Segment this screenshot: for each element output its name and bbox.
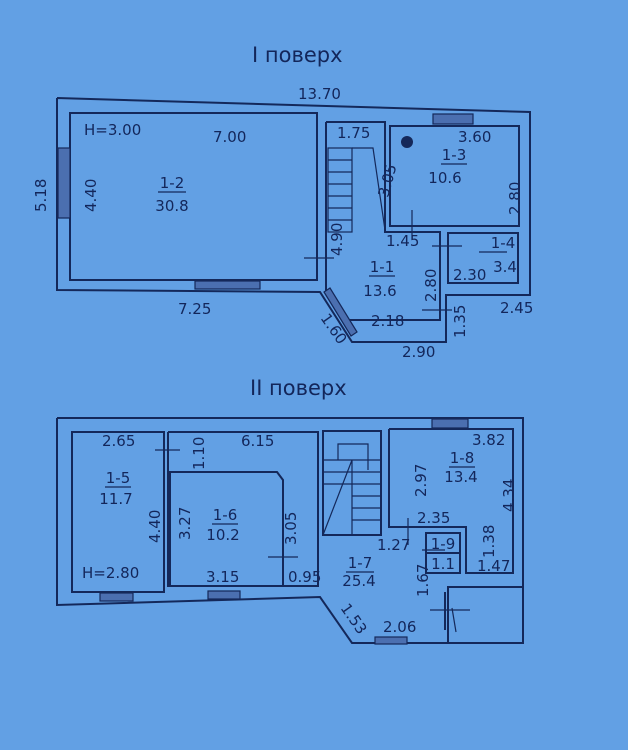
floor-2-windows [99, 418, 469, 645]
room-id: 1-9 [431, 535, 456, 553]
room-id: 1-3 [442, 146, 467, 164]
dimension: 3.82 [472, 431, 505, 449]
room-id: 1-4 [491, 234, 516, 252]
room-area: 3.4 [493, 258, 517, 276]
floor-1-labels: H=3.00 1-2 30.8 1-3 10.6 1-4 3.4 1-1 13.… [32, 85, 533, 361]
room-id: 1-1 [370, 258, 395, 276]
dimension: 2.80 [506, 182, 524, 215]
floor-2-title: II поверх [250, 376, 347, 400]
dimension: 4.40 [146, 510, 164, 543]
dimension: 3.15 [206, 568, 239, 586]
room-area: 30.8 [155, 197, 188, 215]
dimension: 3.05 [374, 162, 400, 199]
room-id: 1-2 [160, 174, 185, 192]
dimension: 1.38 [480, 525, 498, 558]
room-area: 10.2 [206, 526, 239, 544]
room-area: 13.6 [363, 282, 396, 300]
dimension: 2.45 [500, 299, 533, 317]
dimension: 2.35 [417, 509, 450, 527]
dimension: 1.10 [190, 437, 208, 470]
dimension: 3.05 [282, 512, 300, 545]
height-label: H=3.00 [84, 121, 141, 139]
height-label: H=2.80 [82, 564, 139, 582]
floor-1-stairs [327, 147, 386, 233]
floor-1-windows [57, 113, 474, 337]
room-area: 13.4 [444, 468, 477, 486]
dimension: 1.47 [477, 557, 510, 575]
dimension: 0.95 [288, 568, 321, 586]
floor-1-door-marks [304, 210, 462, 311]
dimension: 13.70 [298, 85, 341, 103]
room-area: 10.6 [428, 169, 461, 187]
dimension: 1.35 [451, 305, 469, 338]
dimension: 1.53 [337, 600, 371, 638]
dimension: 2.90 [402, 343, 435, 361]
dimension: 4.40 [82, 179, 100, 212]
dimension: 2.30 [453, 266, 486, 284]
dimension: 4.90 [328, 223, 346, 256]
dimension: 7.00 [213, 128, 246, 146]
boiler-icon [401, 136, 413, 148]
floor-2-labels: H=2.80 1-5 11.7 1-6 10.2 1-7 25.4 1-8 13… [82, 431, 518, 638]
dimension: 2.18 [371, 312, 404, 330]
dimension: 1.75 [337, 124, 370, 142]
floor-2-door-marks [155, 449, 470, 633]
dimension: 1.67 [414, 564, 432, 597]
room-id: 1-6 [213, 506, 238, 524]
dimension: 1.27 [377, 536, 410, 554]
floor-1-title: I поверх [252, 43, 343, 67]
dimension: 6.15 [241, 432, 274, 450]
room-id: 1-5 [106, 469, 131, 487]
room-area: 1.1 [431, 555, 455, 573]
floor-2-stairs [322, 443, 381, 536]
dimension: 2.80 [422, 269, 440, 302]
dimension: 4.34 [500, 479, 518, 512]
dimension: 3.27 [176, 507, 194, 540]
dimension: 3.60 [458, 128, 491, 146]
dimension: 2.97 [412, 464, 430, 497]
room-area: 25.4 [342, 572, 375, 590]
room-id: 1-8 [450, 449, 475, 467]
dimension: 5.18 [32, 179, 50, 212]
dimension: 2.06 [383, 618, 416, 636]
room-area: 11.7 [99, 490, 132, 508]
dimension: 2.65 [102, 432, 135, 450]
dimension: 7.25 [178, 300, 211, 318]
room-id: 1-7 [348, 554, 373, 572]
dimension: 1.45 [386, 232, 419, 250]
